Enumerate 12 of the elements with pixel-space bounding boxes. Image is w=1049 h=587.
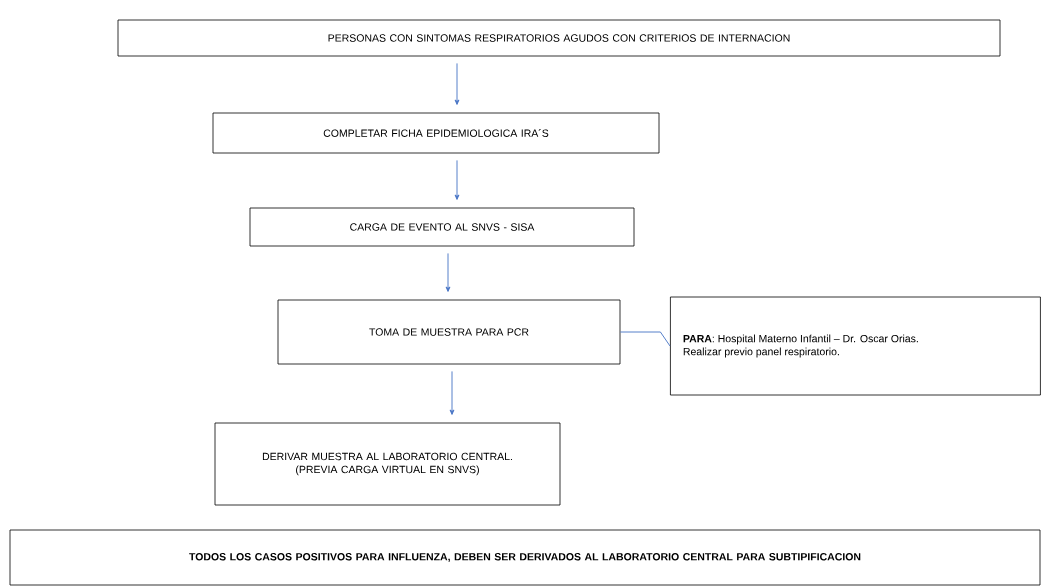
process-box: PERSONAS CON SINTOMAS RESPIRATORIOS AGUDOS CON CRITERIOS DE INTERNACION <box>117 19 1001 57</box>
process-box: DERIVAR MUESTRA AL LABORATORIO CENTRAL. (PREVIA CARGA VIRTUAL EN SNVS) <box>214 422 561 506</box>
arrow <box>449 370 455 415</box>
arrow <box>445 252 451 292</box>
arrow <box>454 62 460 105</box>
connector-line <box>619 331 671 347</box>
process-box: TOMA DE MUESTRA PARA PCR <box>277 299 621 365</box>
arrow <box>454 159 460 200</box>
process-box: COMPLETAR FICHA EPIDEMIOLOGICA IRA´S <box>212 112 660 154</box>
note-box: PARA: Hospital Materno Infantil – Dr. Oscar Orias. Realizar previo panel respiratorio. <box>670 296 1041 396</box>
note-box: TODOS LOS CASOS POSITIVOS PARA INFLUENZA, DEBEN SER DERIVADOS AL LABORATORIO CENTRAL PARA SUBTIPIFICACION <box>9 529 1041 586</box>
process-box: CARGA DE EVENTO AL SNVS - SISA <box>249 207 635 247</box>
